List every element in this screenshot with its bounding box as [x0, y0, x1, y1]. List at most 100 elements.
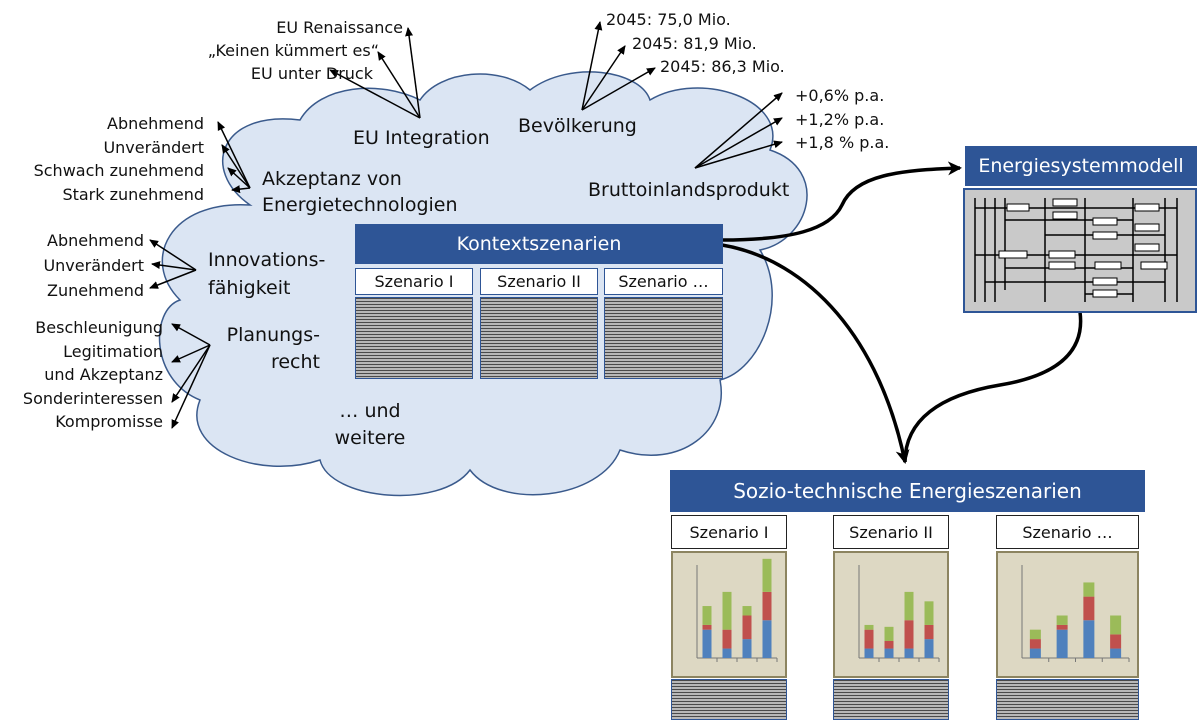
bar-segment	[702, 606, 712, 625]
akzeptanz-option: Schwach zunehmend	[33, 161, 204, 180]
kontext-scenario-content	[355, 297, 473, 379]
bar-segment	[762, 591, 772, 621]
factor-eu-integration: EU Integration	[353, 127, 490, 149]
circuit-icon	[974, 198, 1178, 302]
bar-segment	[1083, 582, 1095, 597]
bar-segment	[1056, 629, 1068, 658]
sozio-title: Sozio-technische Energieszenarien	[670, 470, 1145, 512]
connector-kontext-to-sozio	[721, 243, 910, 464]
bip-options: +0,6% p.a. +1,2% p.a. +1,8 % p.a.	[795, 84, 889, 155]
bar-segment	[702, 629, 712, 658]
bar-segment	[1083, 620, 1095, 658]
innovation-arrows	[149, 239, 197, 289]
bar-segment	[742, 606, 752, 616]
factor-akzeptanz: Akzeptanz von Energietechnologien	[262, 168, 458, 216]
innovation-option: Zunehmend	[47, 281, 144, 300]
sozio-scenario-content	[833, 679, 949, 720]
bar-segment	[1110, 615, 1122, 635]
model-schematic	[963, 188, 1197, 313]
bar-segment	[1029, 629, 1041, 640]
bar-segment	[1029, 639, 1041, 649]
bar-segment	[1029, 648, 1041, 658]
eu-option: EU Renaissance	[276, 18, 403, 37]
sozio-scenario-content	[671, 679, 787, 720]
bar-segment	[904, 591, 914, 621]
kontext-scenario-content	[480, 297, 598, 379]
akzeptanz-option: Stark zunehmend	[62, 184, 204, 204]
bar-segment	[884, 626, 894, 641]
eu-option: EU unter Druck	[250, 64, 373, 83]
innovation-option: Unverändert	[43, 256, 144, 275]
bip-option: +1,8 % p.a.	[795, 133, 890, 152]
sozio-chart-panel	[671, 551, 787, 678]
eu-arrows	[329, 27, 421, 119]
planung-arrows	[171, 323, 211, 429]
kontext-title: Kontextszenarien	[355, 224, 723, 264]
bar-segment	[884, 641, 894, 649]
planung-options: Beschleunigung Legitimation und Akzeptan…	[23, 316, 163, 434]
bar-segment	[864, 624, 874, 630]
kontext-scenario-tab[interactable]: Szenario I	[355, 268, 473, 295]
bip-option: +0,6% p.a.	[795, 86, 885, 105]
bar-segment	[702, 624, 712, 630]
bar-segment	[1083, 596, 1095, 621]
bar-segment	[884, 648, 894, 658]
factor-planung: Planungs- recht	[226, 324, 320, 373]
bar-segment	[1110, 648, 1122, 658]
factor-innovation: Innovations- fähigkeit	[208, 249, 326, 299]
innovation-options: Abnehmend Unverändert Zunehmend	[43, 228, 144, 303]
sozio-scenario-tab[interactable]: Szenario …	[996, 515, 1139, 549]
factor-bevoelkerung: Bevölkerung	[518, 115, 637, 137]
bevoelkerung-option: 2045: 75,0 Mio.	[606, 10, 731, 29]
bar-segment	[1056, 615, 1068, 625]
planung-option: Legitimation und Akzeptanz	[44, 341, 163, 385]
planung-option: Sonderinteressen	[22, 388, 163, 408]
sozio-scenario-content	[996, 679, 1139, 720]
bar-segment	[924, 639, 934, 658]
stacked-bar-chart	[858, 565, 940, 662]
bevoelkerung-arrows	[581, 21, 656, 111]
eu-options: EU Renaissance „Keinen kümmert es“ EU un…	[208, 16, 403, 85]
planung-option: Beschleunigung	[35, 318, 163, 337]
innovation-option: Abnehmend	[47, 231, 144, 250]
bar-segment	[722, 629, 732, 649]
akzeptanz-arrows	[217, 121, 251, 194]
bar-segment	[1056, 624, 1068, 630]
bar-segment	[742, 615, 752, 640]
bar-segment	[722, 648, 732, 658]
model-title: Energiesystemmodell	[965, 146, 1197, 186]
akzeptanz-option: Unverändert	[103, 137, 204, 157]
akzeptanz-option: Abnehmend	[107, 114, 204, 133]
bar-segment	[864, 629, 874, 649]
bevoelkerung-option: 2045: 86,3 Mio.	[660, 57, 785, 76]
bar-segment	[742, 639, 752, 658]
bip-arrows	[694, 92, 783, 169]
planung-option: Kompromisse	[55, 412, 163, 431]
bar-segment	[762, 558, 772, 592]
sozio-scenario-tab[interactable]: Szenario I	[671, 515, 787, 549]
bar-segment	[924, 601, 934, 625]
connector-kontext-to-model	[721, 161, 962, 242]
bar-segment	[924, 624, 934, 640]
bar-segment	[904, 620, 914, 649]
bar-segment	[904, 648, 914, 658]
eu-option: „Keinen kümmert es“	[207, 41, 379, 60]
stacked-bar-chart	[696, 558, 778, 662]
bip-option: +1,2% p.a.	[795, 109, 885, 129]
akzeptanz-options: Abnehmend Unverändert Schwach zunehmend …	[34, 112, 204, 206]
bar-segment	[722, 591, 732, 630]
kontext-scenario-tab[interactable]: Szenario …	[604, 268, 723, 295]
bar-segment	[762, 620, 772, 658]
connector-model-to-sozio	[903, 311, 1083, 463]
factor-weitere: … und weitere	[334, 400, 406, 449]
sozio-chart-panel	[833, 551, 949, 678]
factor-bip: Bruttoinlandsprodukt	[588, 179, 790, 201]
kontext-scenario-tab[interactable]: Szenario II	[480, 268, 598, 295]
bar-segment	[864, 648, 874, 658]
sozio-chart-panel	[996, 551, 1139, 678]
kontext-scenario-content	[604, 297, 723, 379]
stacked-bar-chart	[1021, 565, 1130, 662]
bar-segment	[1110, 634, 1122, 649]
sozio-scenario-tab[interactable]: Szenario II	[833, 515, 949, 549]
bevoelkerung-option: 2045: 81,9 Mio.	[632, 34, 757, 53]
